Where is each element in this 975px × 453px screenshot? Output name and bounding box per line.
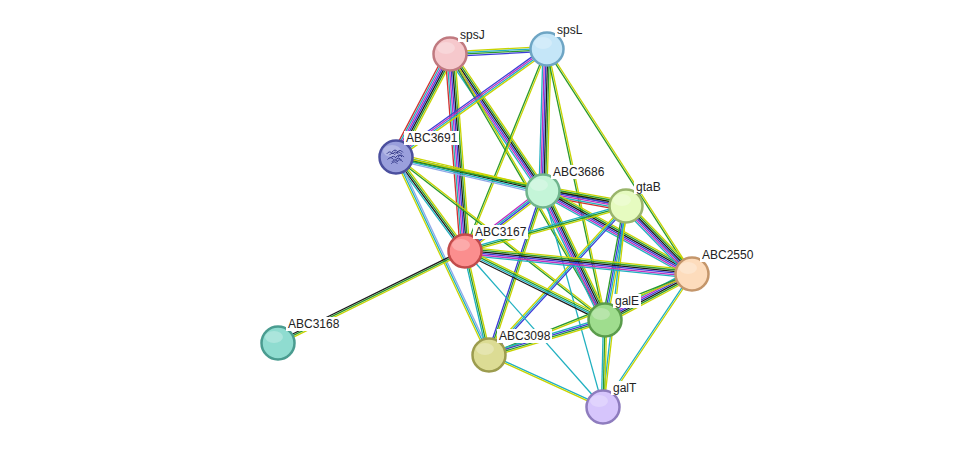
node-label: ABC3098: [497, 329, 552, 343]
structure-texture: [398, 155, 404, 157]
interaction-edge: [467, 266, 487, 340]
node-highlight: [476, 343, 494, 355]
evidence-line: [470, 64, 540, 236]
evidence-line: [602, 336, 603, 391]
evidence-line: [403, 171, 482, 340]
evidence-line: [639, 216, 683, 261]
evidence-line: [539, 65, 542, 175]
evidence-line: [470, 266, 487, 339]
node-label: ABC2550: [700, 248, 755, 262]
node-circle-shape: [589, 304, 622, 337]
evidence-line: [412, 160, 611, 202]
protein-node: ABC3686: [525, 173, 561, 209]
evidence-line: [634, 220, 678, 265]
evidence-line: [411, 164, 527, 191]
node-highlight: [452, 239, 470, 251]
evidence-line: [478, 260, 589, 315]
node-circle-shape: [449, 235, 482, 268]
node-highlight: [534, 37, 552, 49]
evidence-line: [613, 288, 684, 394]
node-circle-shape: [473, 339, 506, 372]
interaction-edge: [401, 171, 483, 341]
evidence-line: [503, 362, 588, 401]
evidence-line: [466, 52, 531, 55]
evidence-line: [469, 267, 486, 340]
protein-node: ABC2550: [674, 256, 710, 292]
interaction-edge: [466, 47, 531, 55]
node-highlight: [530, 179, 548, 191]
evidence-line: [480, 256, 591, 311]
node-label: ABC3686: [551, 165, 606, 179]
evidence-line: [472, 64, 542, 236]
structure-texture: [389, 153, 395, 155]
node-label: spsJ: [458, 28, 487, 42]
evidence-line: [446, 70, 459, 235]
protein-node: galT: [585, 389, 621, 425]
protein-node: ABC3168: [260, 325, 296, 361]
node-highlight: [437, 42, 455, 54]
evidence-line: [401, 172, 480, 341]
node-circle-shape: [676, 258, 709, 291]
protein-node: ABC3167: [447, 233, 483, 269]
evidence-line: [448, 70, 461, 235]
protein-node: ABC3098: [471, 337, 507, 373]
evidence-line: [637, 218, 681, 263]
evidence-line: [635, 219, 679, 264]
interaction-edge: [539, 65, 550, 175]
node-highlight: [265, 331, 283, 343]
evidence-line: [480, 257, 591, 312]
evidence-line: [603, 336, 604, 391]
structure-texture: [391, 162, 397, 164]
node-highlight: [679, 262, 697, 274]
interaction-edge: [404, 168, 458, 239]
node-highlight: [592, 308, 610, 320]
node-label: ABC3691: [404, 131, 459, 145]
node-highlight: [590, 395, 608, 407]
protein-node: gtaB: [608, 188, 644, 224]
protein-node: spsJ: [432, 36, 468, 72]
structure-texture: [390, 156, 396, 158]
node-label: ABC3168: [286, 317, 341, 331]
protein-node: galE: [587, 302, 623, 338]
node-circle-shape: [262, 327, 295, 360]
interaction-edge: [470, 64, 541, 237]
structure-texture: [396, 152, 402, 154]
node-circle-shape: [434, 38, 467, 71]
structure-texture: [397, 150, 403, 152]
node-circle-shape: [380, 141, 413, 174]
interaction-edge: [411, 160, 610, 204]
evidence-line: [547, 206, 598, 391]
node-label: ABC3167: [473, 225, 528, 239]
structure-texture: [397, 160, 403, 162]
evidence-line: [638, 217, 682, 262]
node-circle-shape: [531, 33, 564, 66]
node-highlight: [613, 194, 631, 206]
interaction-edge: [611, 287, 684, 394]
node-circle-shape: [610, 190, 643, 223]
evidence-line: [467, 267, 484, 340]
interaction-edge: [634, 215, 683, 266]
evidence-line: [481, 252, 676, 272]
node-label: gtaB: [634, 180, 663, 194]
interaction-edge: [602, 336, 606, 391]
node-label: spsL: [555, 23, 584, 37]
evidence-line: [411, 161, 610, 203]
interaction-edge: [547, 206, 598, 391]
evidence-line: [605, 336, 606, 391]
interaction-edge: [457, 67, 597, 306]
evidence-line: [504, 361, 589, 400]
node-label: galE: [613, 294, 641, 308]
evidence-line: [640, 215, 684, 260]
node-circle-shape: [587, 391, 620, 424]
evidence-line: [411, 162, 527, 189]
node-circle-shape: [527, 175, 560, 208]
protein-node: spsL: [529, 31, 565, 67]
interaction-edge: [503, 361, 589, 401]
evidence-line: [407, 168, 457, 236]
protein-node: ABC3691: [378, 139, 414, 175]
evidence-line: [450, 70, 463, 235]
node-label: galT: [611, 381, 638, 395]
evidence-line: [611, 287, 682, 393]
